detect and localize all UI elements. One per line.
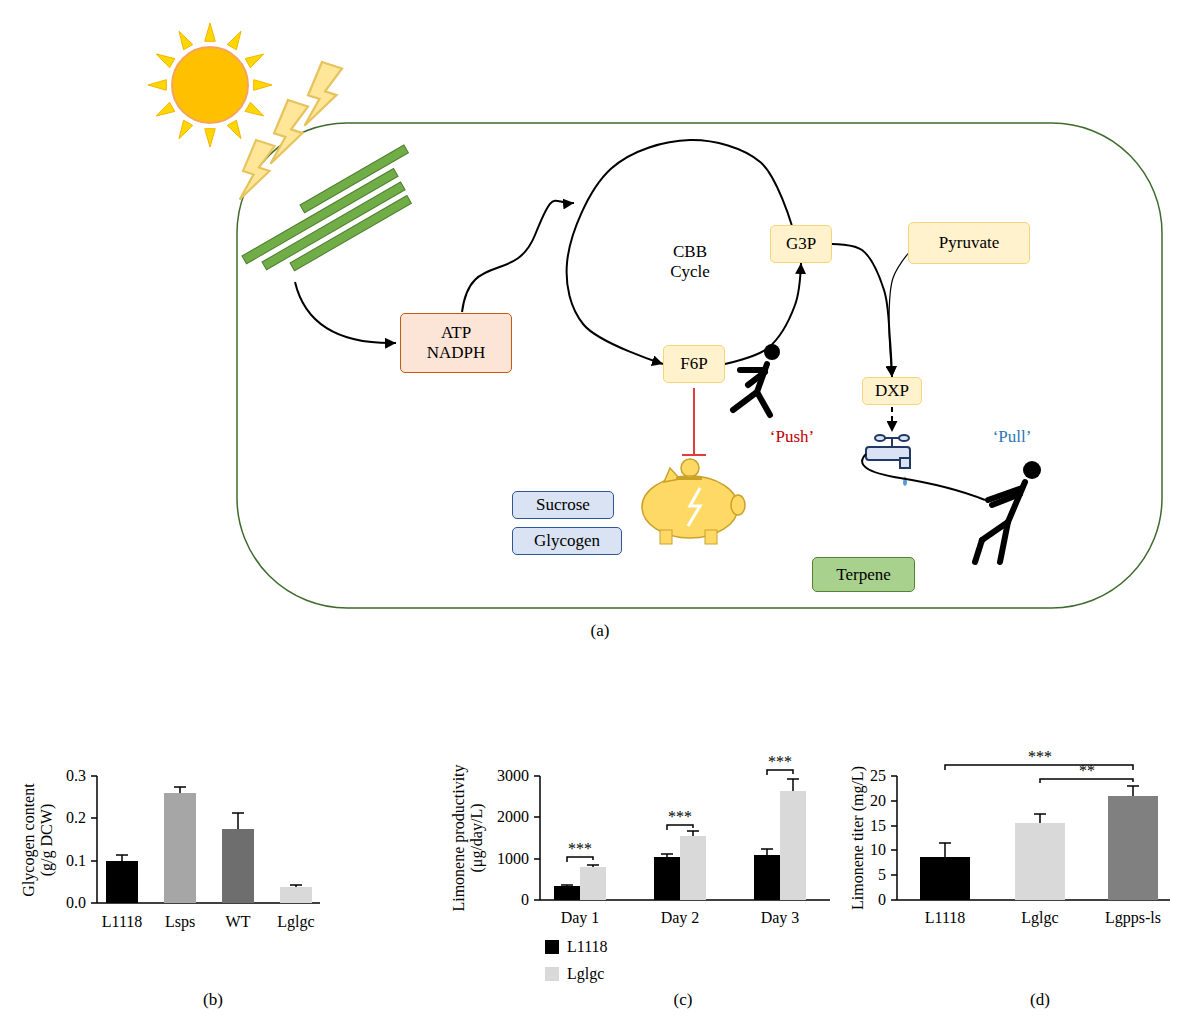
chart-label: 0.0: [66, 894, 86, 912]
inhibition: [682, 388, 706, 455]
lightning: [234, 61, 345, 205]
chart-label: ***: [768, 753, 792, 771]
legend-swatch: [545, 940, 559, 954]
chart-label: WT: [226, 913, 251, 931]
pathway-box: DXP: [862, 377, 922, 405]
pathway-box: Terpene: [812, 557, 915, 592]
chart-label: 20: [870, 792, 886, 810]
chart-label: L1118: [925, 909, 966, 927]
chart-label: 2000: [497, 808, 529, 826]
chart-label: ***: [568, 840, 592, 858]
pathway-box: G3P: [770, 225, 832, 263]
cell-outline: [237, 123, 1162, 608]
box-label: DXP: [875, 381, 909, 401]
chart-label: Day 1: [561, 909, 600, 927]
legend-text: L1118: [567, 938, 608, 956]
box-label: F6P: [680, 354, 707, 374]
pathway-box: Sucrose: [512, 491, 614, 519]
chart-d: [891, 765, 1170, 900]
box-label: Pyruvate: [939, 233, 999, 253]
chart-label: ***: [668, 808, 692, 826]
light-arrow: [295, 282, 396, 343]
chart-label: 1000: [497, 850, 529, 868]
energy-arrow: [462, 201, 574, 312]
chart-label: Lglgc: [277, 913, 314, 931]
legend-text: Lglgc: [567, 965, 604, 983]
legend-item: Lglgc: [545, 965, 604, 983]
diagram-label: ‘Pull’: [993, 427, 1032, 447]
sun-rays: [148, 23, 272, 147]
pathway-box: Glycogen: [512, 527, 622, 555]
pathway-box: F6P: [663, 345, 725, 383]
chart-label: Limonene titer (mg/L): [849, 766, 867, 910]
chart-label: ***: [1028, 748, 1052, 766]
chart-label: 0.2: [66, 809, 86, 827]
chart-label: 3000: [497, 767, 529, 785]
pathway-box: ATP NADPH: [400, 313, 512, 373]
chart-label: **: [1079, 762, 1095, 780]
chart-label: 0.1: [66, 852, 86, 870]
chart-label: L1118: [102, 913, 143, 931]
panel-letter: (b): [203, 990, 223, 1010]
hose: [862, 454, 985, 500]
chart-label: Lgpps-ls: [1105, 909, 1161, 927]
pull-figure: [975, 461, 1041, 562]
diagram-label: CBB Cycle: [665, 242, 715, 281]
chart-label: Limonene productivity (μg/day/L): [450, 753, 487, 923]
chart-label: 0: [521, 891, 529, 909]
box-label: Glycogen: [534, 531, 600, 551]
chart-label: 0.3: [66, 767, 86, 785]
panel-letter: (d): [1030, 990, 1050, 1010]
sun: [172, 47, 248, 123]
chart-label: 10: [870, 841, 886, 859]
chart-label: Day 2: [661, 909, 700, 927]
box-label: Sucrose: [536, 495, 590, 515]
chart-c: [534, 770, 830, 900]
piggy-bank: [642, 459, 745, 544]
chart-label: Glycogen content (g/g DCW): [20, 770, 57, 910]
chart-label: Lglgc: [1021, 909, 1058, 927]
box-label: G3P: [786, 234, 816, 254]
chart-label: Day 3: [761, 909, 800, 927]
thylakoid: [242, 145, 411, 271]
chart-label: 25: [870, 767, 886, 785]
dashed-arrow: [891, 407, 893, 432]
pathway-arrow: [832, 244, 892, 377]
chart-b: [91, 776, 320, 903]
panel-letter: (a): [591, 621, 610, 641]
pathway-arrow: [567, 140, 792, 364]
panel-letter: (c): [674, 990, 693, 1010]
legend-item: L1118: [545, 938, 608, 956]
chart-label: 5: [878, 866, 886, 884]
pathway-arrow: [889, 254, 908, 378]
chart-label: 15: [870, 817, 886, 835]
chart-label: 0: [878, 891, 886, 909]
box-label: Terpene: [836, 565, 891, 585]
pathway-arrow: [725, 263, 801, 364]
box-label: ATP NADPH: [427, 323, 486, 362]
diagram-label: ‘Push’: [770, 427, 814, 447]
legend-swatch: [545, 967, 559, 981]
chart-label: Lsps: [165, 913, 195, 931]
pathway-box: Pyruvate: [908, 222, 1030, 264]
